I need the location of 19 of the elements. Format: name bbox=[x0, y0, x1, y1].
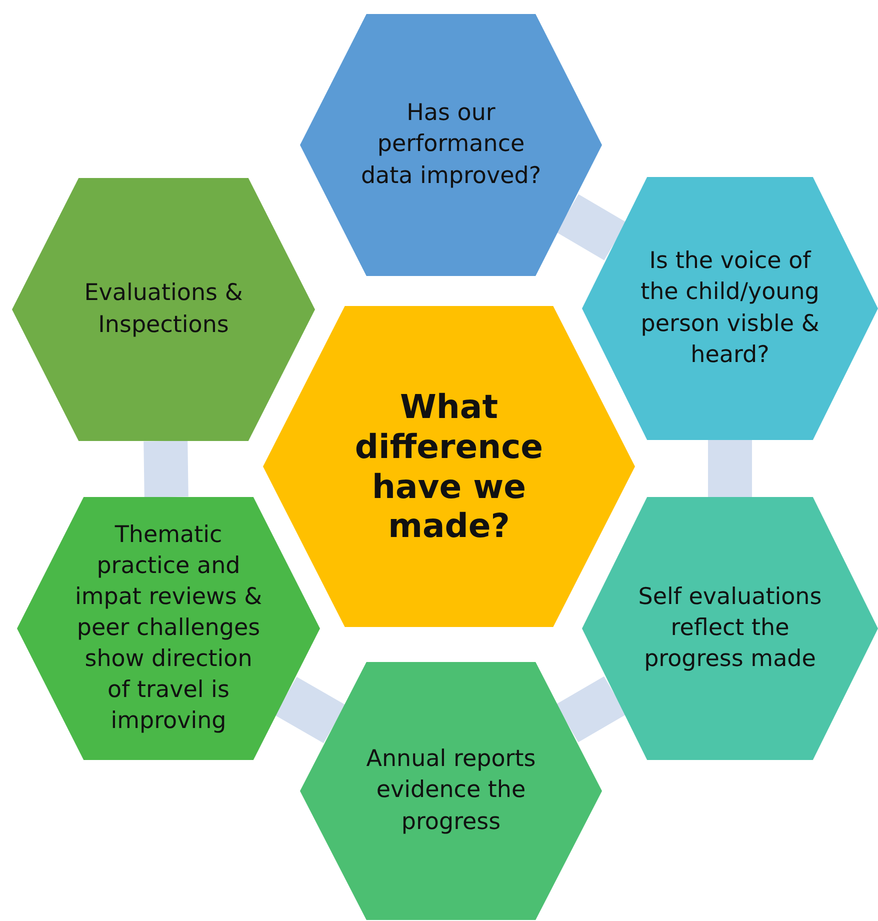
hexagon bbox=[300, 662, 602, 920]
hexagon bbox=[300, 14, 602, 276]
hexagon-label: Thematic practice and impat reviews & peer challenges show direction of travel is improving bbox=[74, 520, 264, 736]
connector-band bbox=[556, 676, 626, 742]
hexagon bbox=[17, 497, 320, 760]
hexagon-label: Annual reports evidence the progress bbox=[365, 745, 537, 837]
connector-band bbox=[144, 440, 188, 498]
hexagon bbox=[263, 306, 635, 627]
hexagon bbox=[12, 178, 315, 441]
hexagon-label: Has our performance data improved? bbox=[360, 99, 542, 191]
connector-band bbox=[556, 194, 626, 260]
hexagon-label: Self evaluations reflect the progress made bbox=[637, 582, 823, 674]
connector-band bbox=[708, 440, 752, 497]
hexagon bbox=[582, 497, 878, 760]
hexagon-label: Evaluations & Inspections bbox=[83, 279, 244, 340]
hexagon bbox=[582, 177, 878, 440]
hexagon-label: Is the voice of the child/young person visble & heard? bbox=[640, 247, 820, 370]
connector-band bbox=[274, 676, 346, 744]
hexagon-label: What difference have we made? bbox=[354, 386, 544, 548]
